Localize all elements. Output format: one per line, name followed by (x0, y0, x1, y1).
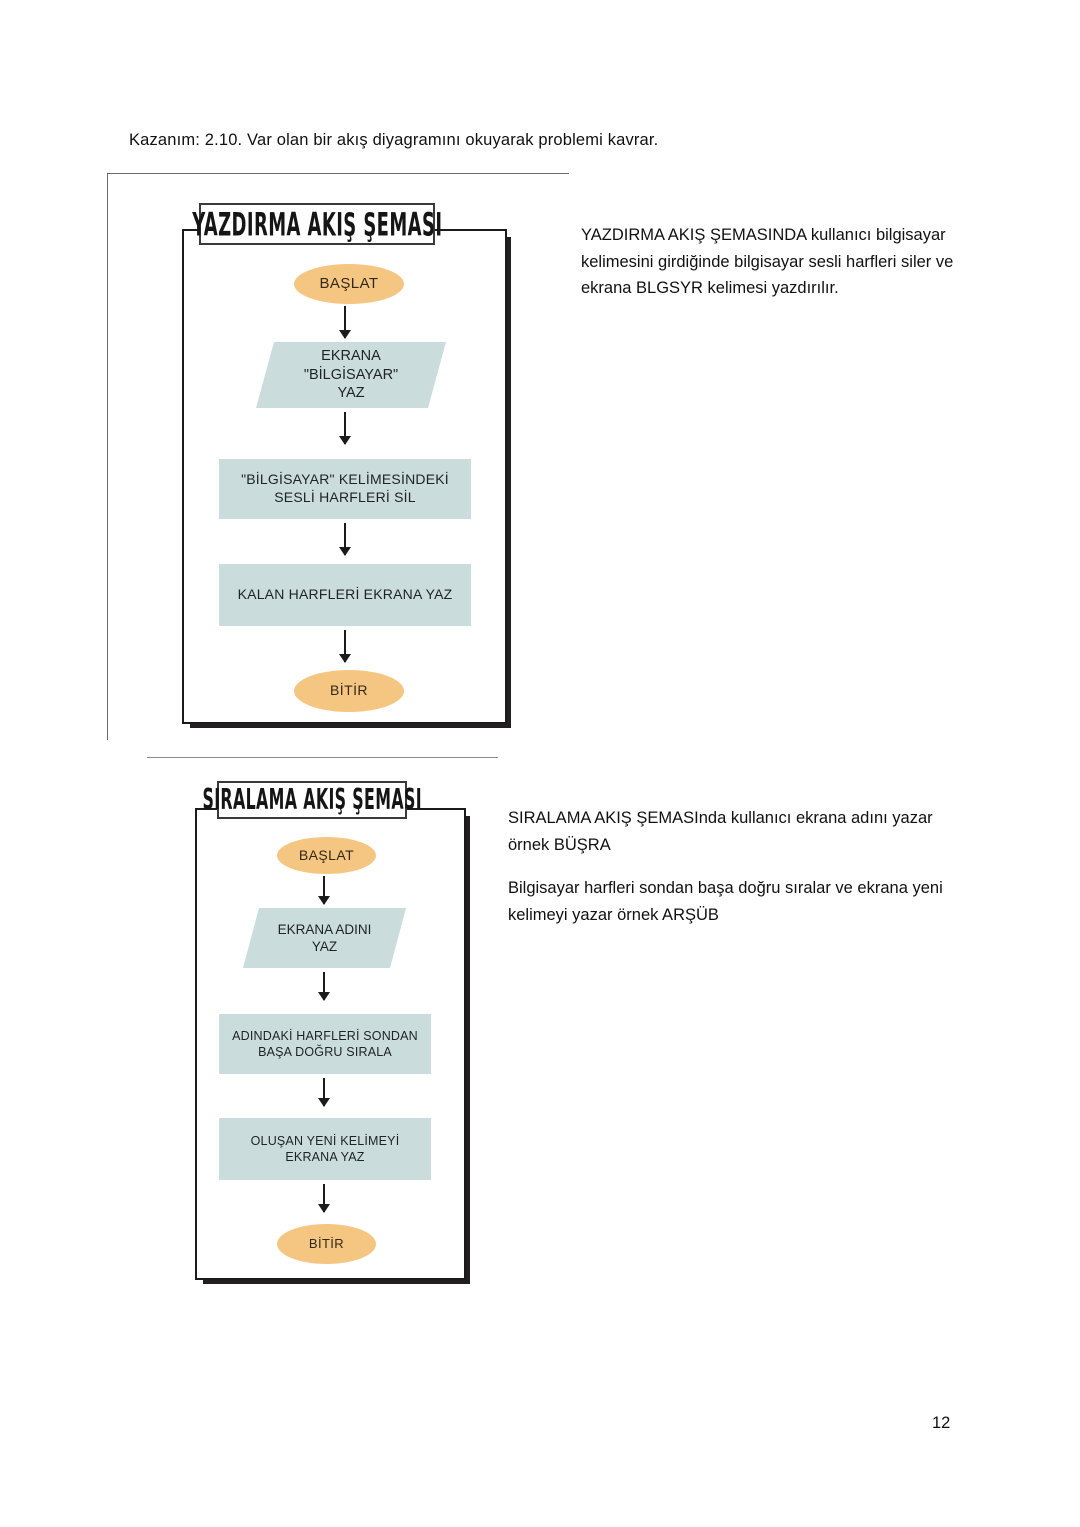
node-io-shape-1 (256, 342, 446, 408)
flowchart-title-plate: YAZDIRMA AKIŞ ŞEMASI (192, 203, 442, 245)
figure-2-image-border (147, 757, 498, 758)
node-terminator-start: BAŞLAT (294, 264, 404, 304)
node-process-delete-vowels: "BİLGİSAYAR" KELİMESİNDEKİ SESLİ HARFLER… (219, 459, 471, 519)
page-number: 12 (932, 1414, 951, 1432)
figure-2-description: SIRALAMA AKIŞ ŞEMASInda kullanıcı ekrana… (508, 805, 964, 929)
arrow-down-1 (344, 306, 347, 338)
flowchart-title-plate: SIRALAMA AKIŞ ŞEMASI (202, 781, 421, 819)
node-io-shape-1 (243, 908, 406, 968)
flowchart-title: YAZDIRMA AKIŞ ŞEMASI (191, 205, 443, 243)
arrow-down-2 (344, 412, 347, 444)
node-terminator-end: BİTİR (277, 1224, 376, 1264)
node-process-print-new-word: OLUŞAN YENİ KELİMEYİ EKRANA YAZ (219, 1118, 431, 1180)
figure-2-description-paragraph-1: SIRALAMA AKIŞ ŞEMASInda kullanıcı ekrana… (508, 809, 933, 854)
arrow-down-3 (344, 523, 347, 555)
figure-1-description: YAZDIRMA AKIŞ ŞEMASINDA kullanıcı bilgis… (581, 222, 981, 302)
learning-objective: Kazanım: 2.10. Var olan bir akış diyagra… (129, 131, 659, 149)
node-terminator-start: BAŞLAT (277, 837, 376, 874)
figure-1-image-border (107, 173, 569, 740)
arrow-down-4 (323, 1184, 326, 1212)
arrow-down-3 (323, 1078, 326, 1106)
node-process-reverse-letters: ADINDAKİ HARFLERİ SONDAN BAŞA DOĞRU SIRA… (219, 1014, 431, 1074)
figure-1-description-paragraph-1: YAZDIRMA AKIŞ ŞEMASINDA kullanıcı bilgis… (581, 226, 954, 298)
arrow-down-1 (323, 876, 326, 904)
node-io-print-name: EKRANA ADINI YAZ (277, 921, 372, 954)
arrow-down-2 (323, 972, 326, 1000)
node-process-print-remaining: KALAN HARFLERİ EKRANA YAZ (219, 564, 471, 626)
node-io-print-bilgisayar: EKRANA "BİLGİSAYAR" YAZ (303, 348, 399, 402)
flowchart-title: SIRALAMA AKIŞ ŞEMASI (202, 784, 422, 816)
arrow-down-4 (344, 630, 347, 662)
figure-2-description-paragraph-2: Bilgisayar harfleri sondan başa doğru sı… (508, 879, 943, 925)
node-terminator-end: BİTİR (294, 670, 404, 712)
